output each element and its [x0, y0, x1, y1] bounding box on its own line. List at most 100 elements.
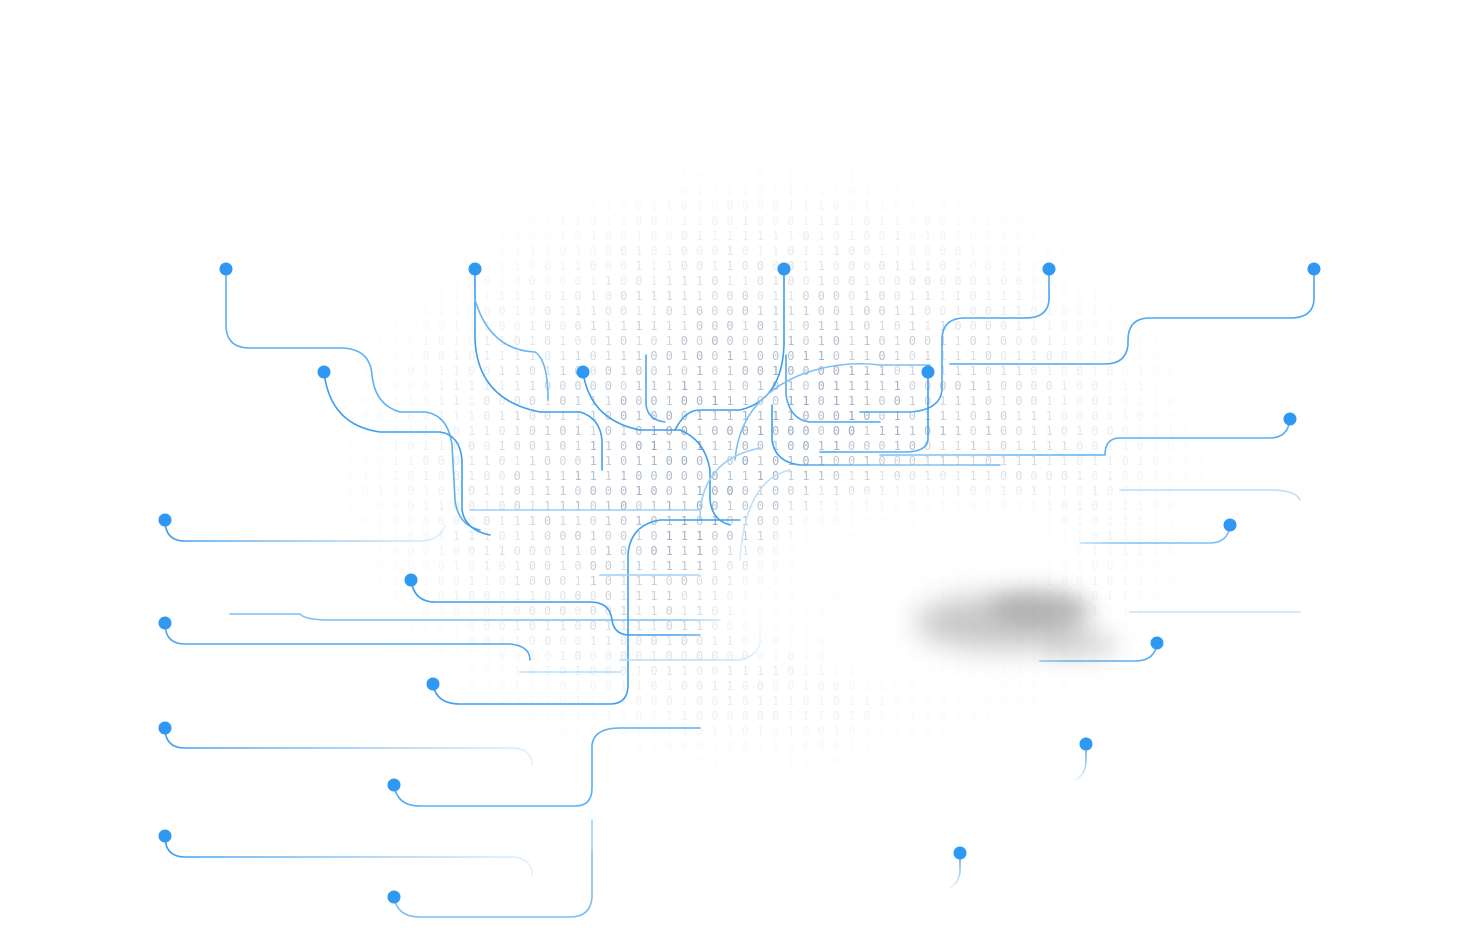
binary-digit: 0 [1152, 349, 1159, 363]
binary-digit: 1 [422, 304, 429, 318]
binary-digit: 0 [498, 394, 505, 408]
binary-digit: 1 [985, 124, 992, 138]
binary-digit: · [240, 379, 247, 393]
binary-digit: · [286, 379, 293, 393]
binary-digit: 1 [681, 214, 688, 228]
binary-digit: 0 [878, 394, 885, 408]
binary-digit: 0 [894, 394, 901, 408]
binary-digit: 1 [848, 379, 855, 393]
binary-digit: · [1289, 319, 1296, 333]
binary-digit: 1 [605, 319, 612, 333]
binary-digit: 0 [650, 109, 657, 123]
binary-digit: · [681, 109, 688, 123]
circuit-node [1283, 412, 1297, 426]
binary-digit: · [270, 319, 277, 333]
binary-digit: · [909, 124, 916, 138]
binary-digit: 0 [742, 289, 749, 303]
binary-digit: 1 [970, 244, 977, 258]
binary-digit: 1 [620, 139, 627, 153]
binary-digit: 1 [802, 349, 809, 363]
binary-digit: 0 [650, 409, 657, 423]
binary-digit: 0 [772, 199, 779, 213]
binary-digit: 0 [620, 229, 627, 243]
binary-digit: 0 [711, 364, 718, 378]
binary-digit: 0 [346, 274, 353, 288]
binary-digit: 0 [970, 139, 977, 153]
binary-digit: 0 [1122, 304, 1129, 318]
binary-digit: 0 [985, 259, 992, 273]
binary-digit: 0 [605, 289, 612, 303]
binary-digit: 1 [666, 274, 673, 288]
binary-digit: · [407, 244, 414, 258]
binary-digit: · [255, 379, 262, 393]
binary-digit: 0 [772, 154, 779, 168]
binary-digit: 1 [894, 244, 901, 258]
binary-digit: 0 [954, 319, 961, 333]
binary-digit: 1 [529, 319, 536, 333]
binary-digit: 1 [453, 214, 460, 228]
binary-digit: 0 [681, 244, 688, 258]
binary-digit: 0 [590, 364, 597, 378]
binary-digit: 1 [544, 214, 551, 228]
binary-digit: · [286, 409, 293, 423]
binary-digit: 0 [939, 199, 946, 213]
binary-digit: 0 [970, 214, 977, 228]
binary-digit: 1 [544, 169, 551, 183]
binary-digit: · [878, 154, 885, 168]
binary-digit: 0 [1015, 214, 1022, 228]
binary-digit: 0 [1198, 304, 1205, 318]
binary-digit: 1 [787, 394, 794, 408]
binary-digit: 0 [574, 334, 581, 348]
binary-digit: 0 [559, 319, 566, 333]
binary-digit: · [346, 289, 353, 303]
binary-digit: 0 [559, 274, 566, 288]
binary-digit: 0 [438, 334, 445, 348]
binary-digit: 0 [802, 379, 809, 393]
binary-digit: 1 [1152, 379, 1159, 393]
binary-digit: 0 [392, 274, 399, 288]
binary-digit: 0 [711, 319, 718, 333]
binary-digit: 0 [407, 379, 414, 393]
binary-digit: · [559, 109, 566, 123]
binary-digit: 0 [605, 169, 612, 183]
binary-digit: 0 [681, 394, 688, 408]
binary-digit: 1 [1030, 289, 1037, 303]
binary-digit: 1 [802, 199, 809, 213]
binary-digit: 1 [483, 334, 490, 348]
binary-digit: 1 [635, 244, 642, 258]
binary-digit: 1 [1182, 229, 1189, 243]
binary-digit: 1 [514, 244, 521, 258]
binary-digit: 1 [392, 334, 399, 348]
binary-digit: · [711, 124, 718, 138]
binary-digit: 1 [286, 319, 293, 333]
binary-digit: · [346, 214, 353, 228]
binary-digit: 0 [529, 409, 536, 423]
trace [1119, 489, 1301, 501]
binary-digit: 1 [1106, 274, 1113, 288]
binary-digit: · [316, 319, 323, 333]
binary-digit: · [362, 274, 369, 288]
binary-digit: · [346, 304, 353, 318]
binary-digit: 1 [590, 319, 597, 333]
binary-digit: 0 [483, 259, 490, 273]
binary-digit: · [1258, 334, 1265, 348]
binary-digit: 1 [438, 274, 445, 288]
binary-digit: 0 [711, 214, 718, 228]
binary-digit: 1 [453, 379, 460, 393]
cloud-shadow [990, 590, 1090, 625]
cloud-shadow [1040, 630, 1120, 660]
binary-digit: 0 [1000, 274, 1007, 288]
binary-digit: 0 [757, 334, 764, 348]
binary-digit: 0 [559, 199, 566, 213]
trace [949, 268, 1315, 365]
binary-digit: · [1076, 169, 1083, 183]
binary-digit: · [1106, 214, 1113, 228]
binary-digit: · [377, 214, 384, 228]
binary-digit: 0 [286, 349, 293, 363]
binary-digit: 1 [894, 214, 901, 228]
binary-digit: 0 [666, 214, 673, 228]
binary-digit: 0 [970, 409, 977, 423]
binary-digit: 1 [574, 199, 581, 213]
binary-digit: 1 [726, 244, 733, 258]
